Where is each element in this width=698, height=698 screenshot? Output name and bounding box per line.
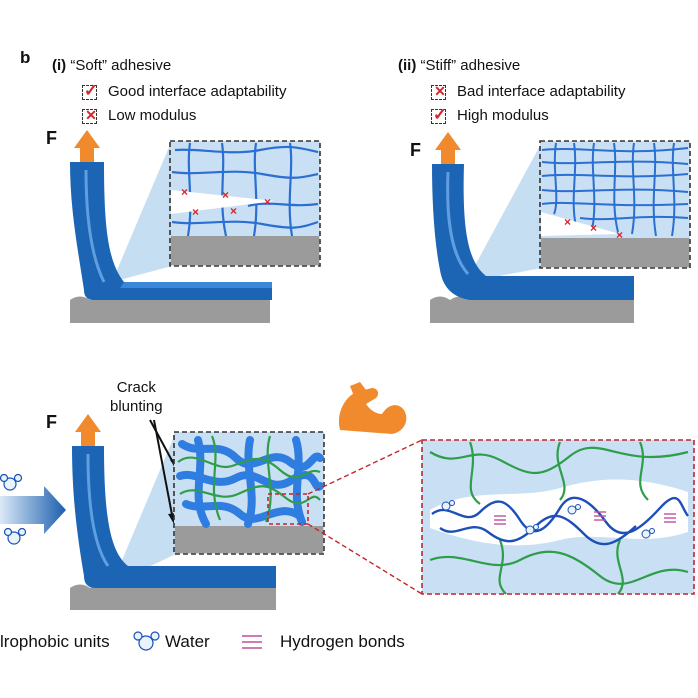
green-chains	[177, 435, 321, 523]
cross-icon: ✕	[431, 83, 446, 100]
crack	[541, 212, 620, 236]
zoom-cone	[466, 142, 542, 282]
svg-text:×: ×	[181, 185, 188, 199]
panel-i-drawing: × × × × ×	[70, 130, 321, 323]
panel-ii-title: “Stiff” adhesive	[420, 57, 521, 74]
panel-ii-drawing: × × ×	[430, 132, 691, 323]
broken-bonds: × × ×	[564, 215, 623, 242]
tape-highlight	[84, 169, 106, 283]
broken-bonds: × × × × ×	[181, 185, 271, 219]
legend-water-label: Water	[165, 632, 210, 651]
legend-water-icon	[133, 631, 160, 651]
svg-text:×: ×	[590, 221, 597, 235]
panel-i-title: “Soft” adhesive	[70, 57, 172, 74]
force-arrow	[75, 414, 101, 446]
inset-substrate	[171, 236, 319, 265]
svg-text:×: ×	[230, 204, 237, 218]
panel-i-heading: (i) “Soft” adhesive	[52, 57, 171, 74]
zoom-cone	[112, 432, 176, 584]
blue-network	[176, 436, 324, 528]
inset-substrate	[175, 526, 323, 553]
cross-icon: ✕	[82, 107, 97, 124]
tape-highlight	[446, 171, 470, 275]
legend-hydrophobic-label: lrophobic units	[0, 632, 110, 651]
tape-bottom-band	[120, 282, 272, 288]
legend-hbond-icon	[242, 635, 262, 649]
force-arrow	[74, 130, 100, 162]
white-void	[430, 479, 688, 546]
inset-substrate	[541, 238, 689, 267]
molecular-zoom-panel	[421, 439, 695, 595]
panel-ii-number: (ii)	[398, 57, 417, 74]
adhesive-tape	[72, 446, 276, 588]
panel-i-item-2: Low modulus	[108, 107, 197, 124]
check-icon: ✓	[431, 105, 448, 124]
panel-ii-heading: (ii) “Stiff” adhesive	[398, 57, 520, 74]
zoom-guide-top	[307, 439, 423, 495]
adhesive-tape	[432, 164, 634, 300]
panel-letter: b	[20, 48, 31, 67]
svg-text:×: ×	[222, 188, 229, 202]
svg-text:×: ×	[192, 205, 199, 219]
polymer-network	[541, 142, 689, 237]
check-icon: ✓	[82, 81, 99, 100]
substrate	[70, 584, 276, 610]
crack	[171, 190, 275, 214]
crack-blunting-label: Crack blunting	[110, 379, 163, 415]
panel-ii-item-2: High modulus	[457, 107, 549, 124]
panel-i-number: (i)	[52, 57, 67, 74]
water-inflow-arrow	[0, 486, 66, 534]
crack-pointer-2	[153, 419, 174, 521]
water-icon-group	[0, 473, 27, 545]
panel-iii-drawing	[0, 382, 423, 610]
svg-text:×: ×	[564, 215, 571, 229]
tape-highlight	[86, 453, 110, 567]
panel-i-item-1: Good interface adaptability	[108, 83, 287, 100]
panel-ii-force-label: F	[410, 140, 421, 160]
panel-i-force-label: F	[46, 128, 57, 148]
panel-iii-force-label: F	[46, 412, 57, 432]
substrate	[70, 296, 270, 323]
substrate	[430, 296, 634, 323]
muscle-icon	[338, 382, 407, 434]
polymer-network	[171, 142, 319, 237]
svg-text:×: ×	[616, 228, 623, 242]
green-chains	[429, 441, 689, 595]
water-molecules	[441, 500, 655, 539]
force-arrow	[435, 132, 461, 164]
panel-ii-item-1: Bad interface adaptability	[457, 83, 626, 100]
hydrogen-bonds	[494, 511, 676, 525]
zoom-cone	[112, 140, 172, 282]
svg-text:×: ×	[264, 195, 271, 209]
zoom-guide-bottom	[307, 523, 423, 595]
legend-hbond-label: Hydrogen bonds	[280, 632, 405, 651]
